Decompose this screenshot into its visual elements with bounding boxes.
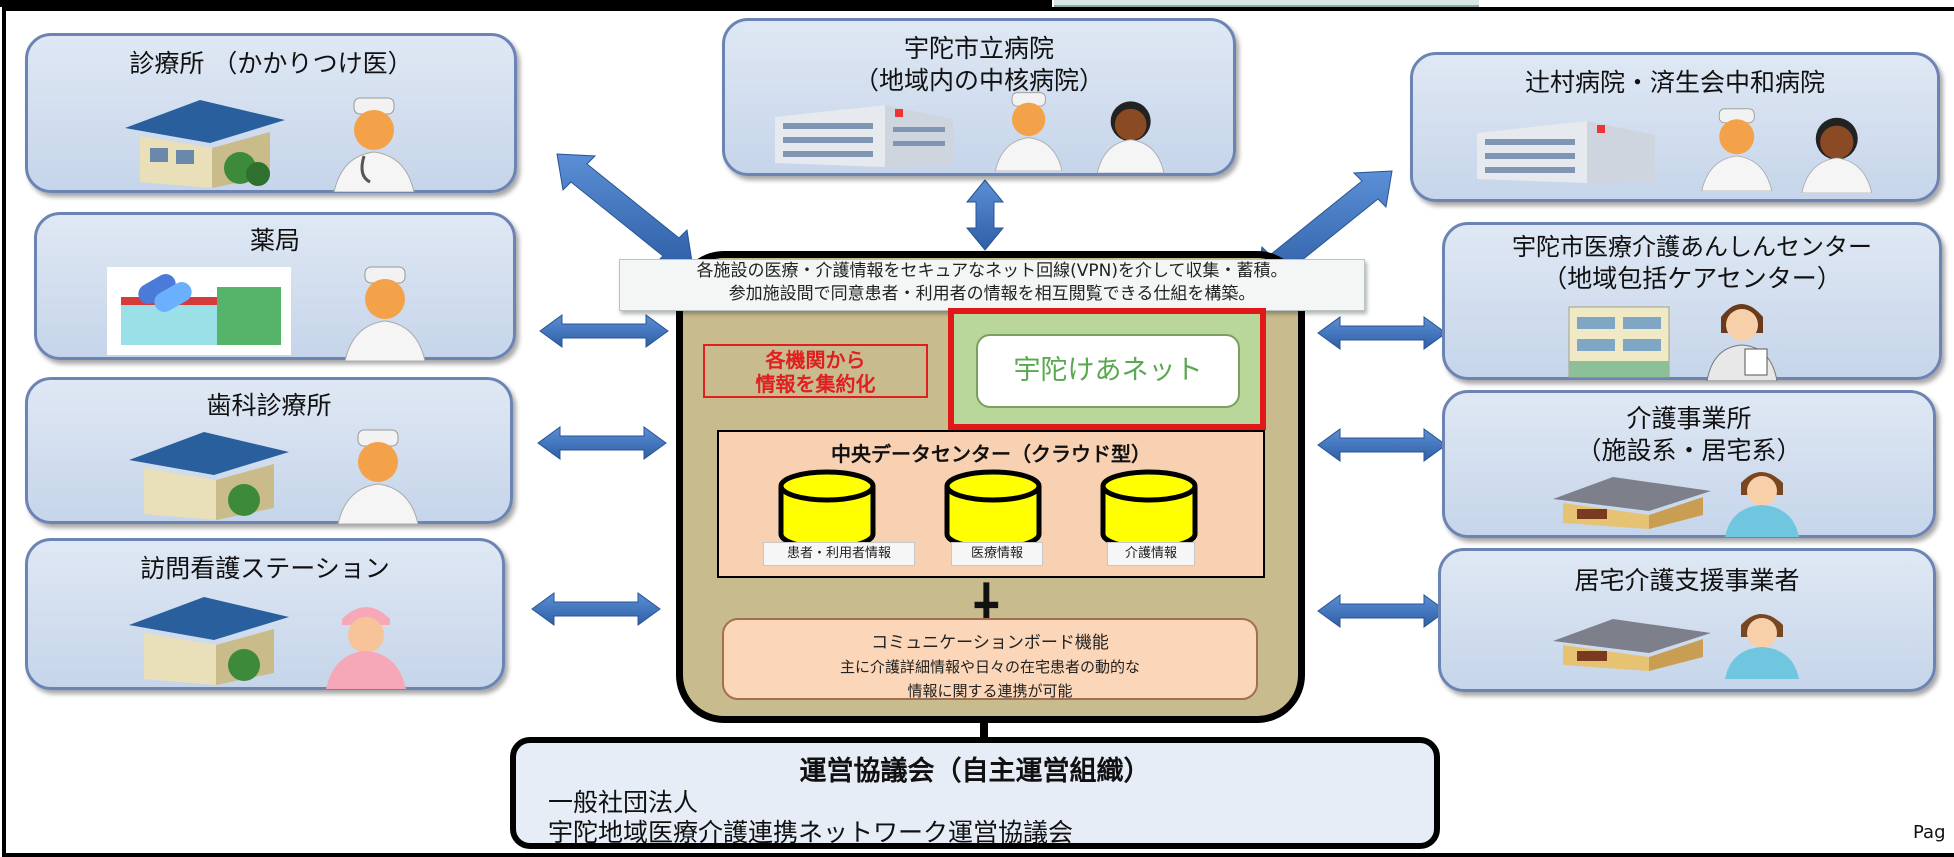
comm-title: コミュニケーションボード機能 bbox=[871, 633, 1109, 653]
operating-council: 運営協議会（自主運営組織） 一般社団法人 宇陀地域医療介護連携ネットワーク運営協… bbox=[510, 737, 1440, 849]
care-home-icon bbox=[1568, 306, 1670, 378]
anshin-center-box: 宇陀市医療介護あんしんセンター （地域包括ケアセンター） bbox=[1442, 222, 1942, 381]
caregiver-icon bbox=[1706, 304, 1778, 381]
council-title: 運営協議会（自主運営組織） bbox=[799, 756, 1151, 787]
vpn-description: 各施設の医療・介護情報をセキュアなネット回線(VPN)を介して収集・蓄積。 参加… bbox=[619, 259, 1365, 311]
logo-text: 宇陀けあネット bbox=[976, 334, 1240, 408]
home-care-support-box: 居宅介護支援事業者 bbox=[1438, 548, 1936, 692]
uda-care-net-logo: 宇陀けあネット bbox=[948, 308, 1266, 430]
council-line-1: 一般社団法人 bbox=[548, 788, 699, 817]
doctor-icon bbox=[1096, 101, 1165, 173]
dental-title: 歯科診療所 bbox=[206, 391, 332, 420]
care-office-title-2: （施設系・居宅系） bbox=[1576, 436, 1802, 465]
double-arrow-icon bbox=[531, 314, 1447, 628]
nurse-icon bbox=[326, 607, 406, 689]
doctor-icon bbox=[1701, 108, 1773, 191]
vpn-line-2: 参加施設間で同意患者・利用者の情報を相互閲覧できる仕組を構築。 bbox=[728, 284, 1256, 304]
anshin-title-1: 宇陀市医療介護あんしんセンター bbox=[1512, 233, 1872, 261]
hospital-building-icon bbox=[1477, 121, 1655, 183]
tsujimura-title: 辻村病院・済生会中和病院 bbox=[1524, 68, 1825, 97]
house-icon bbox=[129, 432, 289, 520]
aggregate-line-2: 情報を集約化 bbox=[755, 372, 876, 396]
aggregate-label: 各機関から 情報を集約化 bbox=[703, 344, 928, 398]
pharmacy-icon bbox=[107, 267, 291, 355]
plus-sign: ╋ bbox=[975, 583, 998, 627]
doctor-icon bbox=[1801, 117, 1873, 193]
visiting-nursing-box: 訪問看護ステーション bbox=[25, 538, 505, 690]
visiting-nursing-title: 訪問看護ステーション bbox=[140, 554, 390, 583]
communication-board: コミュニケーションボード機能 主に介護詳細情報や日々の在宅患者の動的な 情報に関… bbox=[722, 618, 1258, 700]
doctor-icon bbox=[344, 266, 426, 361]
page-label: Pag bbox=[1913, 822, 1946, 843]
db-label-medical: 医療情報 bbox=[951, 542, 1043, 566]
dental-box: 歯科診療所 bbox=[25, 377, 513, 524]
doctor-icon bbox=[337, 429, 419, 524]
comm-body-1: 主に介護詳細情報や日々の在宅患者の動的な bbox=[839, 658, 1140, 676]
db-label-patient: 患者・利用者情報 bbox=[763, 542, 915, 566]
caregiver-icon bbox=[1725, 472, 1799, 537]
clinic-box: 診療所 （かかりつけ医） bbox=[25, 33, 517, 193]
database-icon bbox=[1100, 469, 1198, 551]
vpn-line-1: 各施設の医療・介護情報をセキュアなネット回線(VPN)を介して収集・蓄積。 bbox=[696, 261, 1288, 281]
care-office-title-1: 介護事業所 bbox=[1626, 404, 1752, 433]
doctor-icon bbox=[994, 92, 1063, 171]
tsujimura-box: 辻村病院・済生会中和病院 bbox=[1410, 52, 1940, 202]
connector-line bbox=[980, 718, 988, 740]
home-care-support-title: 居宅介護支援事業者 bbox=[1574, 566, 1800, 595]
anshin-title-2: （地域包括ケアセンター） bbox=[1542, 264, 1842, 293]
pharmacy-title: 薬局 bbox=[249, 226, 300, 255]
db-label-care: 介護情報 bbox=[1107, 542, 1195, 566]
house-icon bbox=[125, 100, 285, 188]
top-tab-strip bbox=[1054, 0, 1479, 7]
city-hospital-title-1: 宇陀市立病院 bbox=[903, 34, 1054, 63]
pharmacy-box: 薬局 bbox=[34, 212, 516, 361]
data-center: 中央データセンター（クラウド型） 患者・利用者情報 医療情報 介護情報 bbox=[717, 430, 1265, 578]
council-line-2: 宇陀地域医療介護連携ネットワーク運営協議会 bbox=[548, 818, 1074, 847]
care-home-icon bbox=[1553, 477, 1711, 529]
database-group bbox=[778, 469, 1198, 551]
doctor-icon bbox=[333, 97, 415, 192]
top-rule bbox=[0, 0, 1052, 7]
comm-body-2: 情報に関する連携が可能 bbox=[907, 682, 1073, 700]
house-icon bbox=[129, 597, 289, 685]
database-icon bbox=[778, 469, 876, 551]
care-home-icon bbox=[1553, 619, 1711, 671]
database-icon bbox=[944, 469, 1042, 551]
caregiver-icon bbox=[1725, 614, 1799, 679]
aggregate-line-1: 各機関から bbox=[765, 348, 866, 372]
care-office-box: 介護事業所 （施設系・居宅系） bbox=[1442, 390, 1936, 538]
data-center-title: 中央データセンター（クラウド型） bbox=[831, 442, 1151, 466]
city-hospital-title-2: （地域内の中核病院） bbox=[853, 66, 1104, 95]
city-hospital-box: 宇陀市立病院 （地域内の中核病院） bbox=[722, 18, 1236, 176]
clinic-title: 診療所 （かかりつけ医） bbox=[129, 49, 413, 78]
double-arrow-icon bbox=[965, 179, 1005, 251]
hospital-building-icon bbox=[775, 105, 953, 167]
